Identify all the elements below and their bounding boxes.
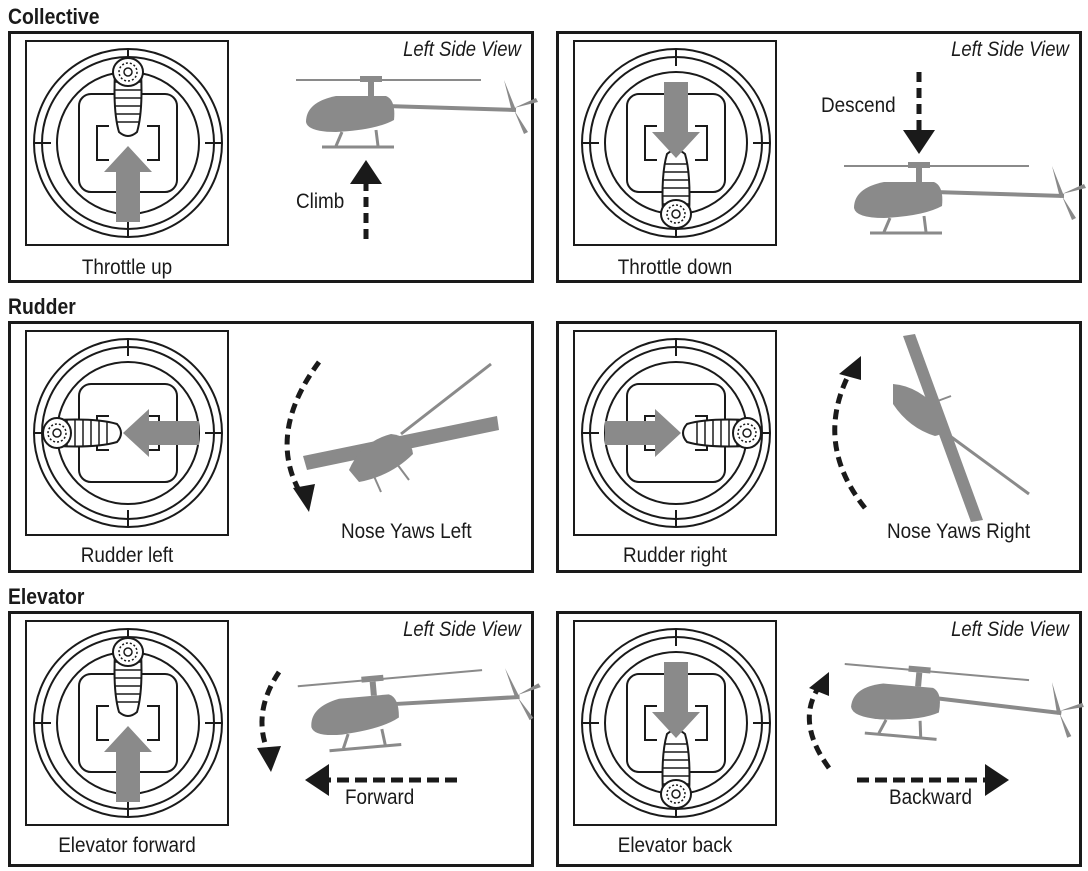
view-label: Left Side View bbox=[403, 38, 521, 61]
stick-diagram bbox=[573, 330, 777, 536]
curved-arrow-icon bbox=[839, 356, 861, 380]
caption-throttle-down: Throttle down bbox=[617, 256, 733, 279]
stick-diagram bbox=[25, 330, 229, 536]
curved-arrow-icon bbox=[809, 672, 829, 696]
helicopter-yaw-left-art bbox=[284, 360, 499, 512]
caption-rudder-left: Rudder left bbox=[80, 544, 174, 567]
helicopter-backward-art bbox=[806, 658, 1088, 796]
helicopter-forward-art bbox=[257, 659, 547, 796]
section-title-collective: Collective bbox=[8, 4, 100, 29]
curved-arrow-icon bbox=[257, 746, 281, 772]
label-nose-yaws-left: Nose Yaws Left bbox=[341, 520, 472, 543]
arrow-left-icon bbox=[305, 764, 329, 796]
stick-diagram bbox=[25, 620, 229, 826]
label-backward: Backward bbox=[889, 786, 972, 809]
panel-throttle-down: Left Side View Throttle down Descend bbox=[556, 31, 1088, 283]
panel-elevator-back: Left Side View Elevator back Backward bbox=[556, 611, 1088, 867]
helicopter-climb-art bbox=[294, 74, 540, 239]
caption-elevator-back: Elevator back bbox=[617, 834, 733, 857]
arrow-right-icon bbox=[985, 764, 1009, 796]
panel-elevator-forward: Left Side View Elevator forward Forward bbox=[8, 611, 547, 867]
section-title-rudder: Rudder bbox=[8, 294, 76, 319]
arrow-down-icon bbox=[903, 130, 935, 154]
caption-rudder-right: Rudder right bbox=[622, 544, 728, 567]
section-title-elevator: Elevator bbox=[8, 584, 85, 609]
panel-throttle-up: Left Side View Throttle up Climb bbox=[8, 31, 540, 283]
panel-rudder-right: Rudder right Nose Yaws Right bbox=[556, 321, 1082, 573]
label-descend: Descend bbox=[821, 94, 896, 117]
helicopter-descend-art bbox=[842, 72, 1088, 235]
caption-throttle-up: Throttle up bbox=[81, 256, 173, 279]
label-forward: Forward bbox=[345, 786, 415, 809]
caption-elevator-forward: Elevator forward bbox=[58, 834, 196, 857]
view-label: Left Side View bbox=[403, 618, 521, 641]
view-label: Left Side View bbox=[951, 618, 1069, 641]
stick-diagram bbox=[573, 620, 777, 826]
view-label: Left Side View bbox=[951, 38, 1069, 61]
label-nose-yaws-right: Nose Yaws Right bbox=[887, 520, 1031, 543]
arrow-up-icon bbox=[350, 160, 382, 184]
helicopter-yaw-right-art bbox=[832, 334, 1030, 522]
label-climb: Climb bbox=[296, 190, 345, 213]
panel-rudder-left: Rudder left Nose Yaws Left bbox=[8, 321, 534, 573]
stick-diagram bbox=[25, 40, 229, 246]
stick-diagram bbox=[573, 40, 777, 246]
curved-arrow-icon bbox=[293, 484, 315, 512]
